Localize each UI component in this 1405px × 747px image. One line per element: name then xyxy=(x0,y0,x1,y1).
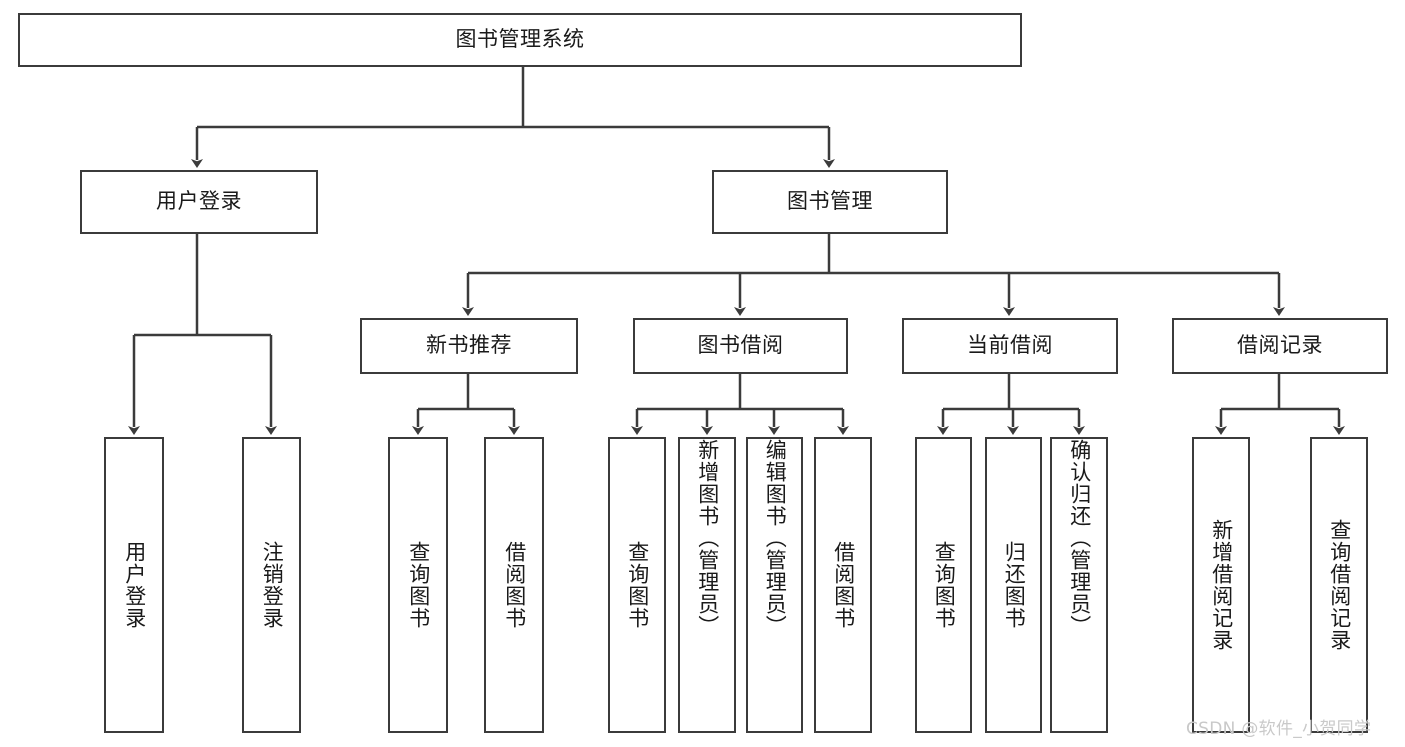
leaf-current-query-book-label: 查询图书 xyxy=(932,541,957,629)
leaf-confirm-return-admin-label: 确认归还（管理员） xyxy=(1067,439,1092,637)
node-root-label: 图书管理系统 xyxy=(455,27,585,52)
leaf-query-borrow-record[interactable]: 查询借阅记录 xyxy=(1310,437,1368,733)
leaf-borrow-query-book[interactable]: 查询图书 xyxy=(608,437,666,733)
node-root[interactable]: 图书管理系统 xyxy=(18,13,1022,67)
node-book-management[interactable]: 图书管理 xyxy=(712,170,948,234)
leaf-user-login[interactable]: 用户登录 xyxy=(104,437,164,733)
node-current-borrow-label: 当前借阅 xyxy=(967,333,1053,358)
leaf-user-login-label: 用户登录 xyxy=(122,541,147,629)
node-new-book-recommend-label: 新书推荐 xyxy=(426,333,512,358)
node-book-borrow[interactable]: 图书借阅 xyxy=(633,318,848,374)
node-user-login-label: 用户登录 xyxy=(156,189,242,214)
leaf-current-query-book[interactable]: 查询图书 xyxy=(915,437,972,733)
leaf-logout-label: 注销登录 xyxy=(260,541,285,629)
leaf-edit-book-admin[interactable]: 编辑图书（管理员） xyxy=(746,437,803,733)
node-current-borrow[interactable]: 当前借阅 xyxy=(902,318,1118,374)
leaf-add-borrow-record[interactable]: 新增借阅记录 xyxy=(1192,437,1250,733)
node-book-borrow-label: 图书借阅 xyxy=(697,333,784,358)
leaf-logout[interactable]: 注销登录 xyxy=(242,437,301,733)
watermark: CSDN @软件_小贺同学 xyxy=(1186,719,1372,739)
node-book-management-label: 图书管理 xyxy=(787,189,873,214)
leaf-newbook-borrow-book[interactable]: 借阅图书 xyxy=(484,437,544,733)
node-borrow-record[interactable]: 借阅记录 xyxy=(1172,318,1388,374)
leaf-query-borrow-record-label: 查询借阅记录 xyxy=(1327,519,1352,651)
leaf-confirm-return-admin[interactable]: 确认归还（管理员） xyxy=(1050,437,1108,733)
leaf-edit-book-admin-label: 编辑图书（管理员） xyxy=(763,439,788,637)
leaf-add-book-admin-label: 新增图书（管理员） xyxy=(695,439,720,637)
leaf-borrow-book[interactable]: 借阅图书 xyxy=(814,437,872,733)
leaf-borrow-book-label: 借阅图书 xyxy=(831,541,856,629)
leaf-return-book[interactable]: 归还图书 xyxy=(985,437,1042,733)
node-new-book-recommend[interactable]: 新书推荐 xyxy=(360,318,578,374)
node-borrow-record-label: 借阅记录 xyxy=(1237,333,1323,358)
leaf-borrow-query-book-label: 查询图书 xyxy=(625,541,650,629)
leaf-add-book-admin[interactable]: 新增图书（管理员） xyxy=(678,437,736,733)
node-user-login[interactable]: 用户登录 xyxy=(80,170,318,234)
leaf-newbook-borrow-book-label: 借阅图书 xyxy=(502,541,527,629)
leaf-return-book-label: 归还图书 xyxy=(1002,541,1027,629)
leaf-newbook-query-book[interactable]: 查询图书 xyxy=(388,437,448,733)
leaf-add-borrow-record-label: 新增借阅记录 xyxy=(1209,519,1234,651)
leaf-newbook-query-book-label: 查询图书 xyxy=(406,541,431,629)
